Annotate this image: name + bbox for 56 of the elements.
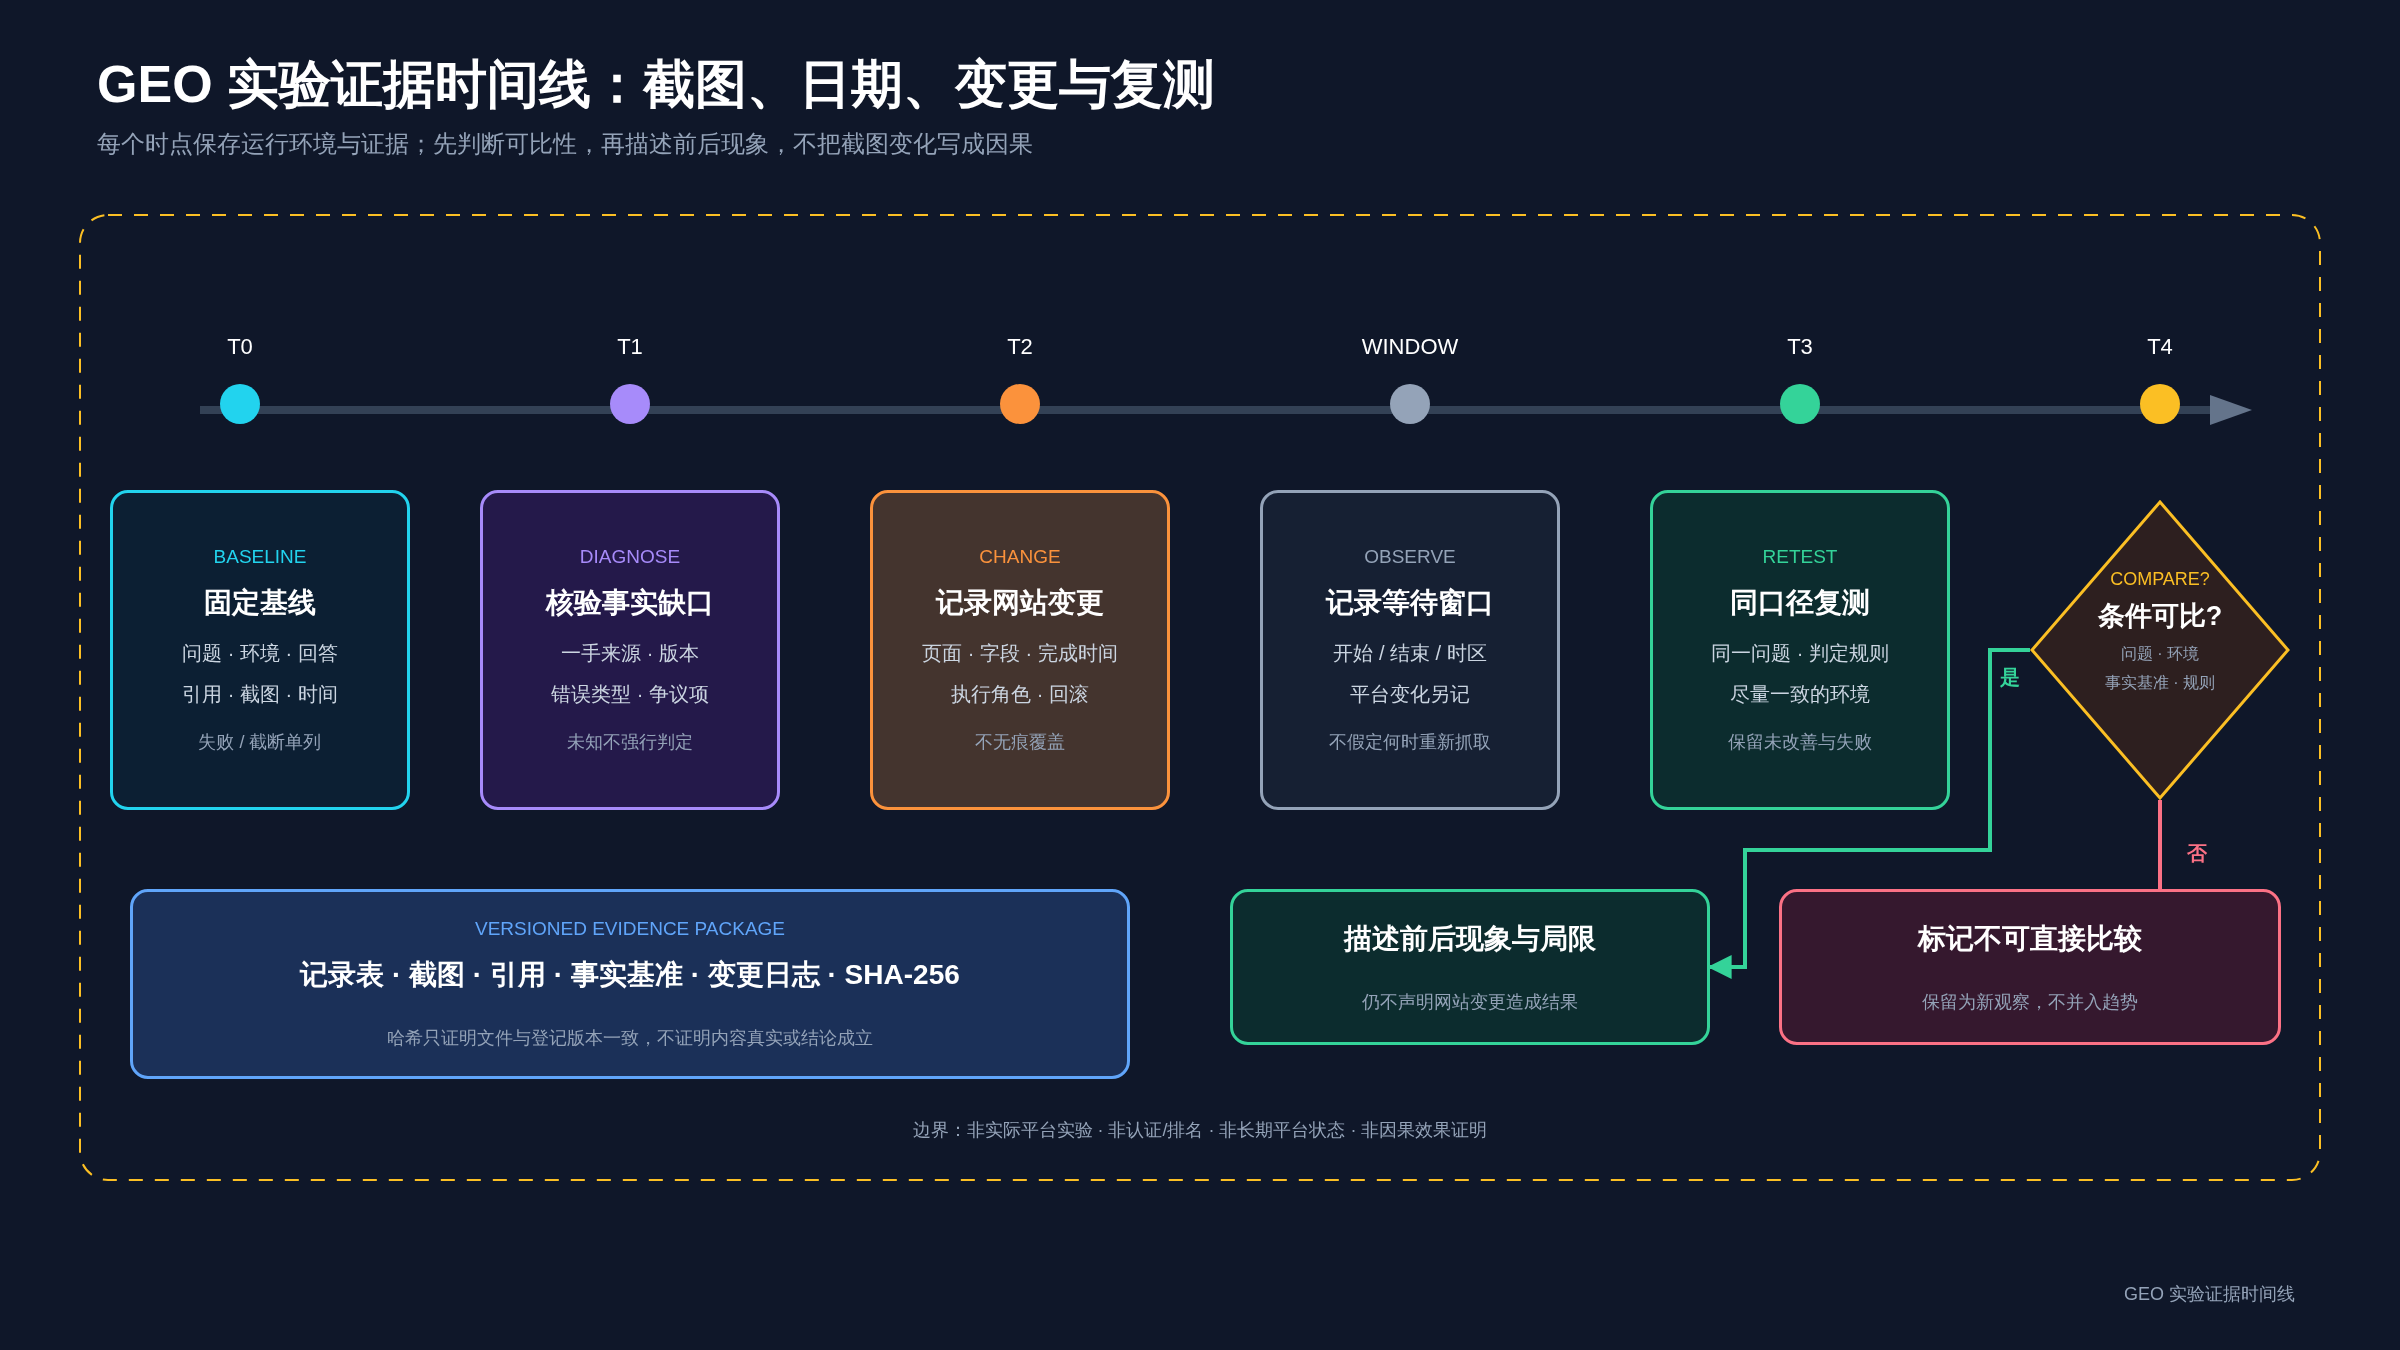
boundary-note: 边界：非实际平台实验 · 非认证/排名 · 非长期平台状态 · 非因果效果证明 xyxy=(911,1119,1489,1142)
stage-tag: COMPARE? xyxy=(2110,568,2210,590)
timeline-label: T2 xyxy=(1007,334,1033,360)
node-detail: 同一问题 · 判定规则 xyxy=(1711,641,1889,666)
stage-tag: CHANGE xyxy=(979,546,1061,568)
node-note: 保留为新观察，不并入趋势 xyxy=(1922,991,2138,1014)
stage-tag: RETEST xyxy=(1762,546,1838,568)
node-note: 不无痕覆盖 xyxy=(975,731,1065,754)
result-box xyxy=(1779,889,2281,1045)
page-title: GEO 实验证据时间线：截图、日期、变更与复测 xyxy=(97,54,1216,115)
node-title: 同口径复测 xyxy=(1730,586,1870,620)
node-detail: 事实基准 · 规则 xyxy=(2104,672,2216,693)
timeline-label: T1 xyxy=(617,334,643,360)
footer-text: GEO 实验证据时间线 xyxy=(2124,1283,2295,1306)
node-note: 失败 / 截断单列 xyxy=(198,731,322,754)
node-title: 描述前后现象与局限 xyxy=(1344,922,1596,956)
timeline-label: T4 xyxy=(2147,334,2173,360)
node-title: 固定基线 xyxy=(204,586,316,620)
node-detail: 执行角色 · 回滚 xyxy=(951,682,1089,707)
node-detail: 问题 · 环境 xyxy=(2120,643,2200,664)
stage-card xyxy=(1650,490,1950,810)
stage-tag: DIAGNOSE xyxy=(579,546,681,568)
timeline-label: T3 xyxy=(1787,334,1813,360)
node-note: 保留未改善与失败 xyxy=(1728,731,1872,754)
stage-tag: VERSIONED EVIDENCE PACKAGE xyxy=(474,918,786,940)
node-title: 记录网站变更 xyxy=(936,586,1104,620)
node-detail: 页面 · 字段 · 完成时间 xyxy=(922,641,1118,666)
connector-line xyxy=(2158,800,2162,889)
subtitle: 每个时点保存运行环境与证据；先判断可比性，再描述前后现象，不把截图变化写成因果 xyxy=(97,129,1033,159)
node-detail: 错误类型 · 争议项 xyxy=(551,682,709,707)
node-title: 核验事实缺口 xyxy=(546,586,714,620)
result-box xyxy=(1230,889,1710,1045)
edge-label: 是 xyxy=(1998,664,2022,691)
node-note: 仍不声明网站变更造成结果 xyxy=(1362,991,1578,1014)
result-box xyxy=(130,889,1130,1079)
node-note: 哈希只证明文件与登记版本一致，不证明内容真实或结论成立 xyxy=(387,1027,873,1050)
timeline-label: T0 xyxy=(227,334,253,360)
stage-card xyxy=(1260,490,1560,810)
node-detail: 问题 · 环境 · 回答 xyxy=(182,641,338,666)
node-title: 记录等待窗口 xyxy=(1326,586,1494,620)
node-note: 未知不强行判定 xyxy=(567,731,693,754)
node-note: 不假定何时重新抓取 xyxy=(1329,731,1491,754)
stage-card xyxy=(870,490,1170,810)
timeline-label: WINDOW xyxy=(1361,334,1459,360)
node-title: 记录表 · 截图 · 引用 · 事实基准 · 变更日志 · SHA-256 xyxy=(300,958,960,992)
node-detail: 尽量一致的环境 xyxy=(1730,682,1870,707)
node-detail: 引用 · 截图 · 时间 xyxy=(182,682,338,707)
node-detail: 开始 / 结束 / 时区 xyxy=(1333,641,1487,666)
stage-card xyxy=(480,490,780,810)
node-detail: 平台变化另记 xyxy=(1350,682,1470,707)
stage-tag: OBSERVE xyxy=(1364,546,1456,568)
node-title: 标记不可直接比较 xyxy=(1918,922,2142,956)
stage-card xyxy=(110,490,410,810)
node-title: 条件可比? xyxy=(2097,599,2223,633)
node-detail: 一手来源 · 版本 xyxy=(561,641,699,666)
stage-tag: BASELINE xyxy=(213,546,307,568)
